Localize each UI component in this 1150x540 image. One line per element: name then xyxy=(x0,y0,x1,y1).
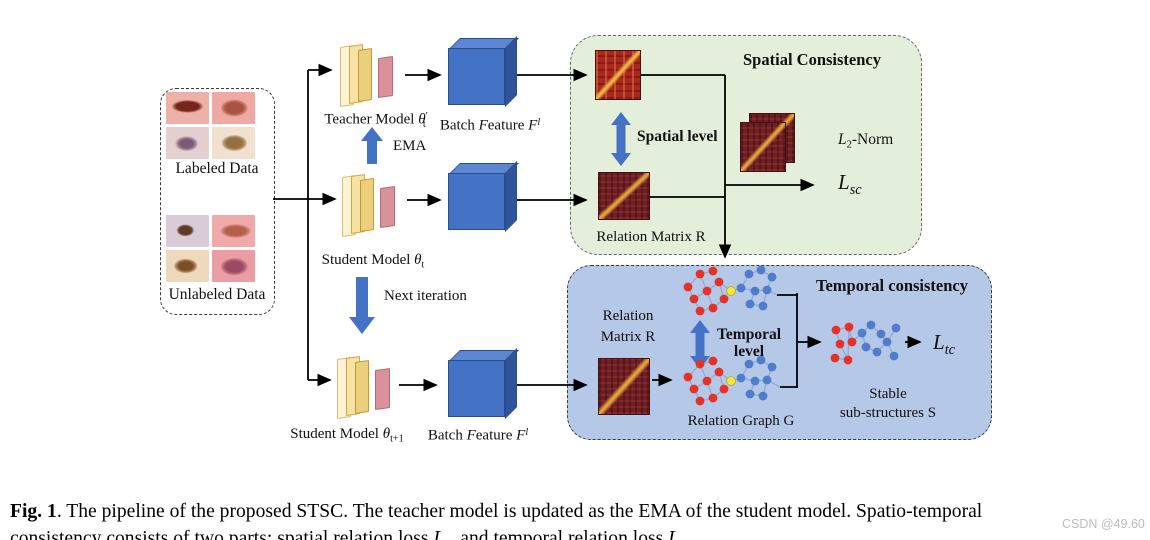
spatial-loss-lsc: Lsc xyxy=(838,170,862,198)
temporal-loss-ltc: Ltc xyxy=(933,330,955,358)
theta-symbol: θ xyxy=(382,426,391,442)
student-model-stack xyxy=(342,170,404,237)
model-layer xyxy=(375,367,390,411)
l2-norm-label: L2-Norm xyxy=(838,131,894,151)
student-model-text: Student Model xyxy=(321,252,415,268)
theta-subscript: t xyxy=(421,259,425,271)
student-next-model-stack xyxy=(337,352,399,419)
lesion-image xyxy=(212,127,255,159)
temporal-consistency-title: Temporal consistency xyxy=(815,276,969,295)
prime-mark: ′ xyxy=(425,111,428,122)
lesion-image xyxy=(212,250,255,282)
theta-subscript: t+1 xyxy=(390,433,404,445)
model-layer xyxy=(355,360,369,414)
cube-side-face xyxy=(505,348,517,419)
batch-feature-label-bottom: Batch Feature Fl xyxy=(427,427,529,444)
unlabeled-data-label: Unlabeled Data xyxy=(168,286,266,303)
model-layer xyxy=(360,178,374,232)
lesion-image xyxy=(212,92,255,124)
teacher-model-text: Teacher Model xyxy=(324,111,419,128)
relation-matrix-student xyxy=(598,172,650,220)
lesion-image xyxy=(166,92,209,124)
relation-matrix-label-spatial: Relation Matrix R xyxy=(596,229,706,245)
teacher-model-label: Teacher Model θ′t xyxy=(324,111,428,131)
cube-front-face xyxy=(448,360,505,417)
batch-feature-cube-student-next xyxy=(448,348,519,419)
relation-matrix-teacher xyxy=(595,50,641,100)
spatial-level-label: Spatial level xyxy=(637,128,718,145)
student-model-label: Student Model θt xyxy=(322,252,425,271)
unlabeled-data-grid xyxy=(166,215,255,282)
relation-graph-label: Relation Graph G xyxy=(687,413,795,429)
cube-side-face xyxy=(505,36,517,107)
student-next-model-label: Student Model θt+1 xyxy=(290,426,404,445)
lesion-image xyxy=(212,215,255,247)
ema-label: EMA xyxy=(393,138,427,154)
next-iteration-down-arrow xyxy=(349,277,375,334)
theta-subscript: t xyxy=(422,119,426,131)
theta-symbol: θ xyxy=(418,111,426,128)
labeled-data-label: Labeled Data xyxy=(175,160,259,177)
relation-matrix-label-temporal: Relation Matrix R xyxy=(600,308,656,345)
batch-feature-cube-teacher xyxy=(448,36,519,107)
theta-symbol: θ xyxy=(414,252,422,268)
lesion-image xyxy=(166,250,209,282)
lesion-image xyxy=(166,127,209,159)
l2norm-matrix-front xyxy=(740,122,786,172)
cube-side-face xyxy=(505,161,517,232)
relation-matrix-temporal xyxy=(598,358,650,415)
labeled-data-grid xyxy=(166,92,255,159)
lesion-image xyxy=(166,215,209,247)
teacher-model-stack xyxy=(340,40,402,107)
spatial-consistency-title: Spatial Consistency xyxy=(743,50,881,69)
figure-caption: Fig. 1. The pipeline of the proposed STS… xyxy=(10,500,983,540)
batch-feature-cube-student xyxy=(448,161,519,232)
caption-fig-label: Fig. 1 xyxy=(10,500,57,522)
model-layer xyxy=(380,185,395,229)
next-iteration-label: Next iteration xyxy=(384,288,467,304)
batch-feature-label-top: Batch Feature Fl xyxy=(439,117,541,134)
model-layer xyxy=(378,55,393,99)
cube-front-face xyxy=(448,173,505,230)
temporal-level-label: Temporal level xyxy=(716,326,782,360)
student-model-text: Student Model xyxy=(290,426,383,442)
csdn-watermark: CSDN @49.60 xyxy=(1062,517,1145,531)
ema-up-arrow xyxy=(361,127,383,164)
model-layer xyxy=(358,48,372,102)
cube-front-face xyxy=(448,48,505,105)
stable-substructures-label: Stable sub-structures S xyxy=(839,386,937,421)
